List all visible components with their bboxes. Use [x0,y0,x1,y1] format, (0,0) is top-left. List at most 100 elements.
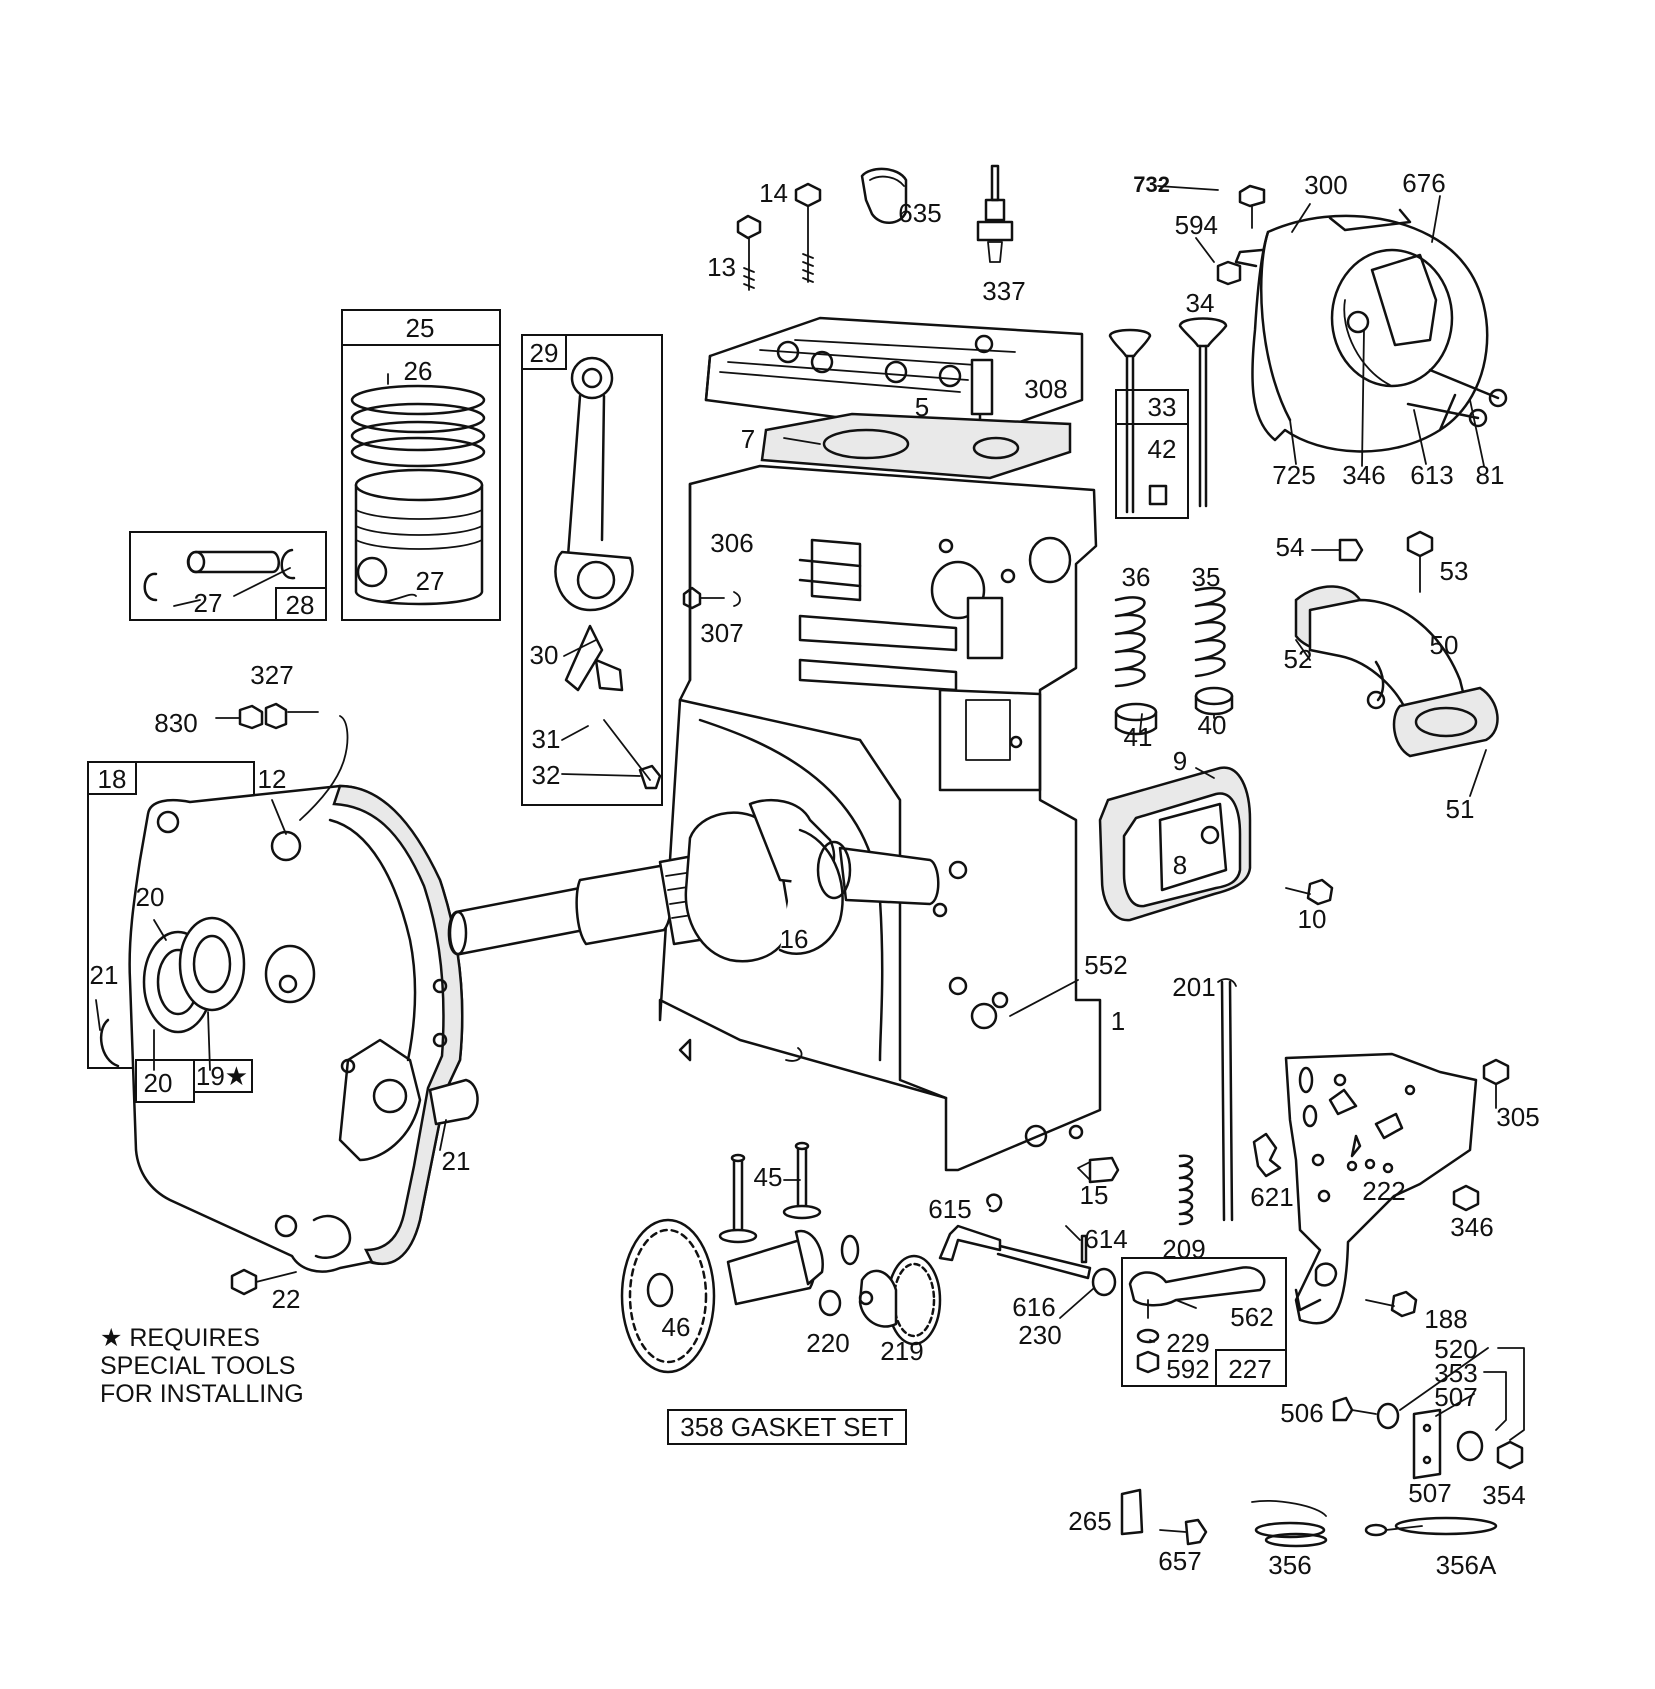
label-356: 356 [1268,1550,1311,1580]
label-305: 305 [1496,1102,1539,1132]
screw-307 [682,586,741,610]
exhaust-valve [1178,317,1228,508]
label-25: 25 [406,313,435,343]
label-306: 306 [710,528,753,558]
intake-valve [1108,328,1152,514]
label-30: 30 [530,640,559,670]
cam-gear-46 [620,1218,860,1374]
washer-230 [1091,1267,1117,1297]
label-36: 36 [1122,562,1151,592]
label-337: 337 [982,276,1025,306]
valve-spring-36 [1114,596,1146,688]
label-15: 15 [1080,1180,1109,1210]
spring-retainer-41 [1114,702,1158,736]
label-14: 14 [759,178,788,208]
label-32: 32 [532,760,561,790]
label-308: 308 [1024,374,1067,404]
label-16: 16 [780,924,809,954]
label-229: 229 [1166,1328,1209,1358]
cylinder-head [704,316,1084,438]
plate-507 [1412,1408,1442,1480]
label-52: 52 [1284,644,1313,674]
washer-229 [1136,1328,1160,1344]
label-42: 42 [1148,434,1177,464]
label-7: 7 [741,424,755,454]
bolt-830-327 [215,702,349,821]
label-356A: 356A [1436,1550,1497,1580]
clip-265 [1120,1488,1144,1536]
box-29-frame [521,334,663,806]
box-28-label [275,587,327,621]
label-40: 40 [1198,710,1227,740]
bolt-732 [1238,184,1266,229]
clip-621 [1252,1132,1282,1178]
note-line-2: SPECIAL TOOLS [100,1352,295,1380]
note-line-3: FOR INSTALLING [100,1380,304,1408]
nut-594 [1216,260,1242,286]
valve-spring-35 [1194,586,1226,678]
leader-520-353-507 [1399,1347,1525,1441]
label-830: 830 [154,708,197,738]
label-265: 265 [1068,1506,1111,1536]
label-219: 219 [880,1336,923,1366]
label-51: 51 [1446,794,1475,824]
label-10: 10 [1298,904,1327,934]
label-27-piston: 27 [416,566,445,596]
box-25-header [341,309,501,346]
piston [354,468,484,606]
valve-keeper-42 [1148,484,1168,506]
box-29-header [521,334,567,370]
crankshaft [447,798,940,963]
label-506: 506 [1280,1398,1323,1428]
label-657: 657 [1158,1546,1201,1576]
label-614: 614 [1084,1224,1127,1254]
label-307: 307 [700,618,743,648]
label-552: 552 [1084,950,1127,980]
box-18-header [87,761,137,795]
label-12: 12 [258,764,287,794]
blower-housing [1234,208,1508,453]
control-bracket [1284,1052,1478,1325]
box-33-header [1115,389,1189,425]
piston-rings [350,384,486,468]
nut-592 [1136,1350,1160,1374]
spark-plug-337 [976,164,1014,263]
label-520: 520 [1434,1334,1477,1364]
label-613: 613 [1410,460,1453,490]
label-621: 621 [1250,1182,1293,1212]
bolt-53 [1406,530,1434,593]
piston-pin [143,548,296,602]
screw-305 [1482,1058,1510,1109]
box-227-label [1215,1349,1287,1387]
screw-188 [1365,1290,1418,1318]
washer-520 [1376,1402,1400,1430]
label-22: 22 [272,1284,301,1314]
label-5: 5 [915,392,929,422]
spark-plug-boot-635 [860,167,908,224]
bolt-32 [638,764,662,790]
label-18: 18 [98,764,127,794]
label-346-bottom: 346 [1450,1212,1493,1242]
washer-220 [818,1289,842,1317]
gasket-set-box [667,1409,907,1445]
exhaust-elbow-50 [1294,585,1499,758]
nut-346 [1452,1184,1480,1212]
cylinder-block [658,464,1102,1172]
label-507-bottom: 507 [1408,1478,1451,1508]
label-635: 635 [898,198,941,228]
connecting-rod [554,356,651,781]
label-222: 222 [1362,1176,1405,1206]
ground-wire-356A [1364,1516,1498,1537]
screw-506 [1332,1396,1377,1422]
part-labels: 732 300 676 594 14 635 13 337 25 26 27 2… [90,168,1540,1580]
label-8: 8 [1173,850,1187,880]
label-615: 615 [928,1194,971,1224]
label-81: 81 [1476,460,1505,490]
label-41: 41 [1124,722,1153,752]
label-201: 201 [1172,972,1215,1002]
label-33: 33 [1148,392,1177,422]
crankcase-cover [100,784,479,1273]
bolt-54 [1311,538,1364,562]
box-227-frame [1121,1257,1287,1387]
